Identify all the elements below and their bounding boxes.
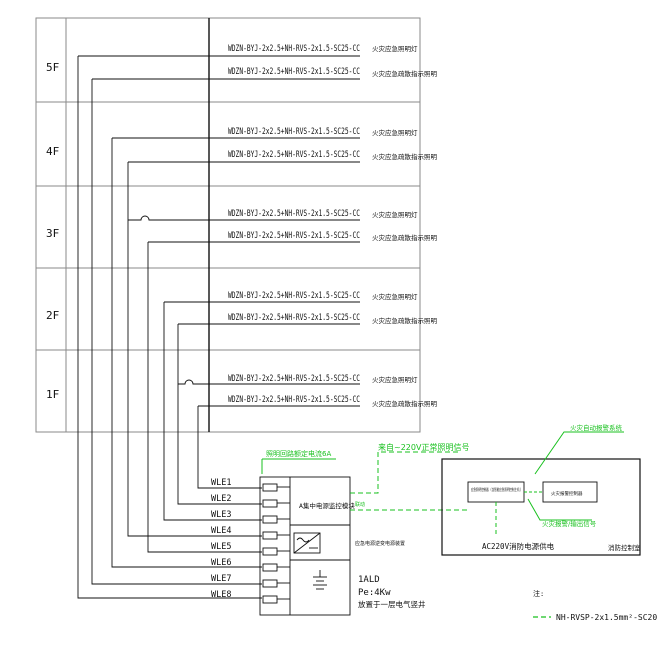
device-name-2f-1: 火灾应急照明灯 xyxy=(372,292,418,301)
floor-label-1f: 1F xyxy=(46,388,59,401)
alarm-output-note: 火灾报警/输出信号 xyxy=(542,519,597,528)
device-name-5f-2: 火灾应急疏散指示照明 xyxy=(372,69,438,78)
panel-name: 1ALD xyxy=(358,575,380,585)
circuit-label-wle8: WLE8 xyxy=(211,590,231,600)
floor-label-5f: 5F xyxy=(46,61,59,74)
device-name-4f-1: 火灾应急照明灯 xyxy=(372,128,418,137)
floor-circuits: WDZN-BYJ-2x2.5+NH-RVS-2x1.5-SC25-CC WDZN… xyxy=(228,44,438,408)
alarm-system-note: 火灾自动报警系统 xyxy=(570,423,623,432)
circuit-labels: WLE1 WLE2 WLE3 WLE4 WLE5 WLE6 WLE7 WLE8 xyxy=(211,478,231,600)
cable-spec-3f-1: WDZN-BYJ-2x2.5+NH-RVS-2x1.5-SC25-CC xyxy=(228,209,360,219)
device-name-1f-1: 火灾应急照明灯 xyxy=(372,375,418,384)
panel-location-note: 放置于一层电气竖井 xyxy=(358,599,426,609)
circuit-label-wle5: WLE5 xyxy=(211,542,231,552)
floor-label-4f: 4F xyxy=(46,145,59,158)
device-name-4f-2: 火灾应急疏散指示照明 xyxy=(372,152,438,161)
legend-line-label: NH-RVSP-2x1.5mm²-SC20 xyxy=(556,613,657,622)
linkage-small-label: 联动 xyxy=(355,501,365,508)
device-name-1f-2: 火灾应急疏散指示照明 xyxy=(372,399,438,408)
inverter-symbol xyxy=(293,532,321,554)
legend-title: 注: xyxy=(533,589,544,598)
floor-wiring xyxy=(78,55,360,407)
floor-frame xyxy=(35,17,421,433)
device-name-3f-1: 火灾应急照明灯 xyxy=(372,210,418,219)
alarm-controller-label: 火灾报警控制器 xyxy=(551,490,583,497)
cable-spec-2f-1: WDZN-BYJ-2x2.5+NH-RVS-2x1.5-SC25-CC xyxy=(228,291,360,301)
circuit-label-wle2: WLE2 xyxy=(211,494,231,504)
cable-spec-5f-2: WDZN-BYJ-2x2.5+NH-RVS-2x1.5-SC25-CC xyxy=(228,67,360,77)
normal-lighting-signal-note: 来自~220V正常照明信号 xyxy=(378,442,469,452)
device-name-3f-2: 火灾应急疏散指示照明 xyxy=(372,233,438,242)
cable-spec-3f-2: WDZN-BYJ-2x2.5+NH-RVS-2x1.5-SC25-CC xyxy=(228,231,360,241)
cable-spec-4f-2: WDZN-BYJ-2x2.5+NH-RVS-2x1.5-SC25-CC xyxy=(228,150,360,160)
cable-spec-4f-1: WDZN-BYJ-2x2.5+NH-RVS-2x1.5-SC25-CC xyxy=(228,127,360,137)
circuit-label-wle6: WLE6 xyxy=(211,558,231,568)
cable-spec-5f-1: WDZN-BYJ-2x2.5+NH-RVS-2x1.5-SC25-CC xyxy=(228,44,360,54)
floor-label-3f: 3F xyxy=(46,227,59,240)
floor-labels: 5F 4F 3F 2F 1F xyxy=(46,61,59,401)
circuit-label-wle4: WLE4 xyxy=(211,526,231,536)
controller-label: 应急照明控制器 (含智能应急照明控制主机) xyxy=(471,486,521,492)
fire-alarm-controller xyxy=(542,481,598,503)
riser-wiring xyxy=(77,56,262,599)
circuit-label-wle3: WLE3 xyxy=(211,510,231,520)
device-name-2f-2: 火灾应急疏散指示照明 xyxy=(372,316,438,325)
cable-spec-1f-2: WDZN-BYJ-2x2.5+NH-RVS-2x1.5-SC25-CC xyxy=(228,395,360,405)
alarm-system-leader xyxy=(534,431,624,475)
circuit-label-wle1: WLE1 xyxy=(211,478,231,488)
signal-line xyxy=(350,451,460,494)
floor-label-2f: 2F xyxy=(46,309,59,322)
inverter-label: 应急电源逆变电源装置 xyxy=(355,540,405,547)
panel-power: Pe:4Kw xyxy=(358,588,391,598)
device-name-5f-1: 火灾应急照明灯 xyxy=(372,44,418,53)
distribution-panel xyxy=(259,476,351,616)
cable-spec-1f-1: WDZN-BYJ-2x2.5+NH-RVS-2x1.5-SC25-CC xyxy=(228,374,360,384)
battery-symbol xyxy=(313,570,327,590)
outgoing-rating-note: 照明回路额定电流6A xyxy=(266,449,331,458)
circuit-label-wle7: WLE7 xyxy=(211,574,231,584)
cable-spec-2f-2: WDZN-BYJ-2x2.5+NH-RVS-2x1.5-SC25-CC xyxy=(228,313,360,323)
alarm-output-leader xyxy=(527,498,592,521)
control-room-label: 消防控制室 xyxy=(608,543,641,552)
fire-power-supply-label: AC220V消防电源供电 xyxy=(482,541,555,551)
fire-control-room xyxy=(441,458,641,556)
emergency-lighting-controller xyxy=(467,481,525,503)
monitor-module-label: A集中电源监控模块 xyxy=(299,501,355,510)
